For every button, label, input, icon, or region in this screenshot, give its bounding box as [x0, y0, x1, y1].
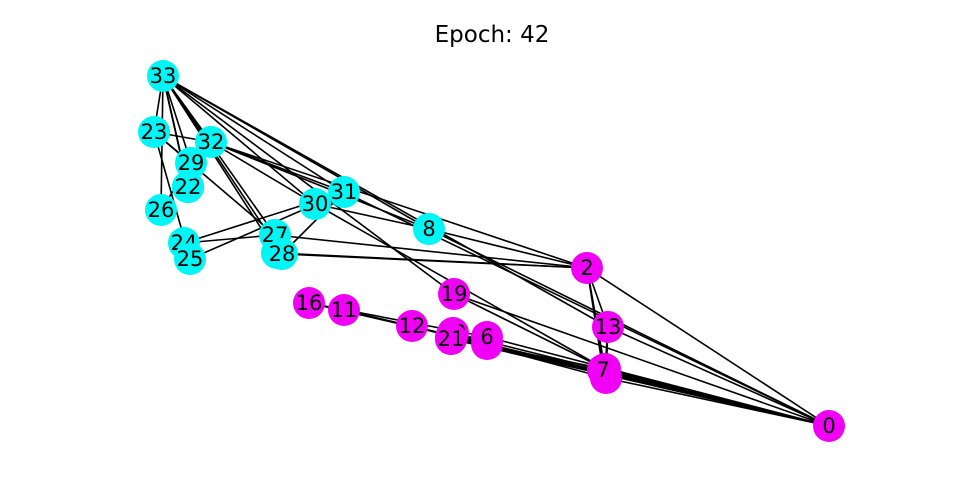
node-circle: [571, 252, 603, 284]
node-circle: [438, 278, 470, 310]
node-circle: [147, 60, 179, 92]
node-25: 25: [174, 243, 206, 275]
node-circle: [172, 171, 204, 203]
node-label: 8: [422, 217, 435, 241]
plot-title: Epoch: 42: [434, 22, 550, 48]
node-label: 16: [296, 291, 323, 315]
node-layer: 0123456789101112131415161718192021222324…: [138, 60, 845, 442]
node-6: 6: [471, 321, 503, 353]
node-8: 8: [413, 213, 445, 245]
node-label: 33: [150, 64, 177, 88]
node-label: 19: [441, 282, 468, 306]
node-19: 19: [438, 278, 470, 310]
node-circle: [471, 321, 503, 353]
edge-2-8: [428, 228, 588, 269]
node-circle: [175, 147, 207, 179]
node-26: 26: [145, 194, 177, 226]
node-2: 2: [571, 252, 603, 284]
node-12: 12: [396, 310, 428, 342]
node-label: 12: [399, 314, 426, 338]
edge-31-33: [162, 75, 345, 193]
edge-2-28: [281, 253, 588, 269]
node-label: 13: [595, 315, 622, 339]
node-0: 0: [813, 410, 845, 442]
edge-layer: [153, 75, 830, 427]
node-label: 7: [596, 358, 609, 382]
node-29: 29: [175, 147, 207, 179]
edge-0-19: [453, 293, 830, 427]
node-32: 32: [195, 126, 227, 158]
node-circle: [813, 410, 845, 442]
node-label: 6: [480, 325, 493, 349]
node-circle: [195, 126, 227, 158]
edge-1-19: [453, 293, 606, 370]
node-label: 29: [178, 151, 205, 175]
node-23: 23: [138, 116, 170, 148]
node-circle: [396, 310, 428, 342]
node-label: 28: [269, 242, 296, 266]
edge-0-13: [607, 326, 830, 427]
node-30: 30: [299, 188, 331, 220]
node-label: 2: [580, 256, 593, 280]
node-label: 0: [822, 414, 835, 438]
edge-30-33: [162, 75, 316, 205]
edge-13-33: [162, 75, 609, 328]
node-28: 28: [266, 238, 298, 270]
edge-2-32: [210, 141, 588, 269]
node-label: 11: [331, 298, 358, 322]
node-label: 21: [438, 327, 465, 351]
node-circle: [266, 238, 298, 270]
node-31: 31: [328, 176, 360, 208]
node-22: 22: [172, 171, 204, 203]
node-label: 31: [331, 180, 358, 204]
node-7: 7: [587, 354, 619, 386]
node-circle: [592, 311, 624, 343]
node-label: 32: [198, 130, 225, 154]
node-11: 11: [328, 294, 360, 326]
node-21: 21: [435, 323, 467, 355]
node-13: 13: [592, 311, 624, 343]
node-label: 22: [175, 175, 202, 199]
node-circle: [293, 287, 325, 319]
node-label: 30: [302, 192, 329, 216]
edge-31-32: [210, 141, 345, 193]
node-circle: [145, 194, 177, 226]
node-label: 23: [141, 120, 168, 144]
edge-2-27: [274, 234, 588, 269]
edge-8-30: [314, 203, 430, 230]
edge-30-32: [210, 141, 316, 205]
edge-19-33: [162, 75, 455, 295]
node-label: 25: [177, 247, 204, 271]
node-circle: [435, 323, 467, 355]
node-label: 26: [148, 198, 175, 222]
node-circle: [328, 176, 360, 208]
node-circle: [299, 188, 331, 220]
node-circle: [328, 294, 360, 326]
node-circle: [413, 213, 445, 245]
edge-0-2: [586, 267, 830, 427]
node-33: 33: [147, 60, 179, 92]
node-circle: [138, 116, 170, 148]
node-16: 16: [293, 287, 325, 319]
node-circle: [587, 354, 619, 386]
edge-28-33: [162, 75, 283, 255]
node-circle: [174, 243, 206, 275]
